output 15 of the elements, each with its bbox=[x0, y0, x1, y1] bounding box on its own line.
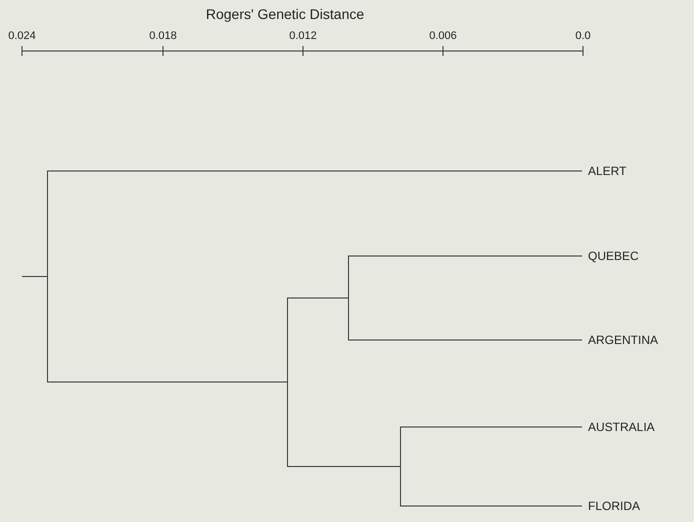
axis-title: Rogers' Genetic Distance bbox=[204, 6, 366, 22]
tick-label: 0.024 bbox=[7, 30, 37, 42]
tick-label: 0.012 bbox=[288, 30, 318, 42]
tick-label: 0.018 bbox=[148, 30, 178, 42]
branch-line bbox=[400, 426, 582, 428]
taxon-label: AUSTRALIA bbox=[582, 419, 655, 435]
taxon-label: ALERT bbox=[582, 163, 626, 179]
taxon-label: ARGENTINA bbox=[582, 332, 658, 348]
tick-label: 0.006 bbox=[428, 30, 458, 42]
taxon-label: QUEBEC bbox=[582, 248, 639, 264]
branch-line bbox=[286, 466, 400, 467]
branch-line bbox=[22, 276, 48, 277]
taxon-label: FLORIDA bbox=[582, 498, 640, 514]
branch-line bbox=[46, 170, 582, 172]
tick-label: 0.0 bbox=[574, 30, 592, 42]
